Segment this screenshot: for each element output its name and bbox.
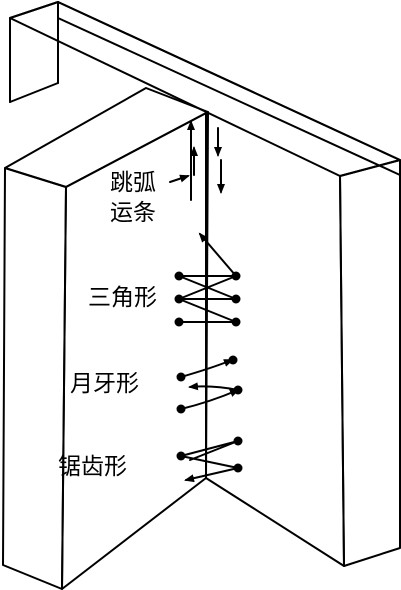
triangle-pattern (174, 232, 241, 327)
label-jump-arc-line2: 运条 (110, 200, 156, 226)
label-jump-arc-line1: 跳弧 (110, 170, 156, 196)
crescent-pattern (176, 355, 243, 414)
sawtooth-pattern (176, 436, 243, 483)
label-sawtooth: 锯齿形 (58, 454, 127, 480)
jump-arc-arrows (169, 120, 225, 201)
right-plate (339, 159, 401, 567)
label-crescent: 月牙形 (70, 371, 139, 397)
left-plate (2, 87, 345, 590)
label-triangle: 三角形 (88, 285, 157, 311)
